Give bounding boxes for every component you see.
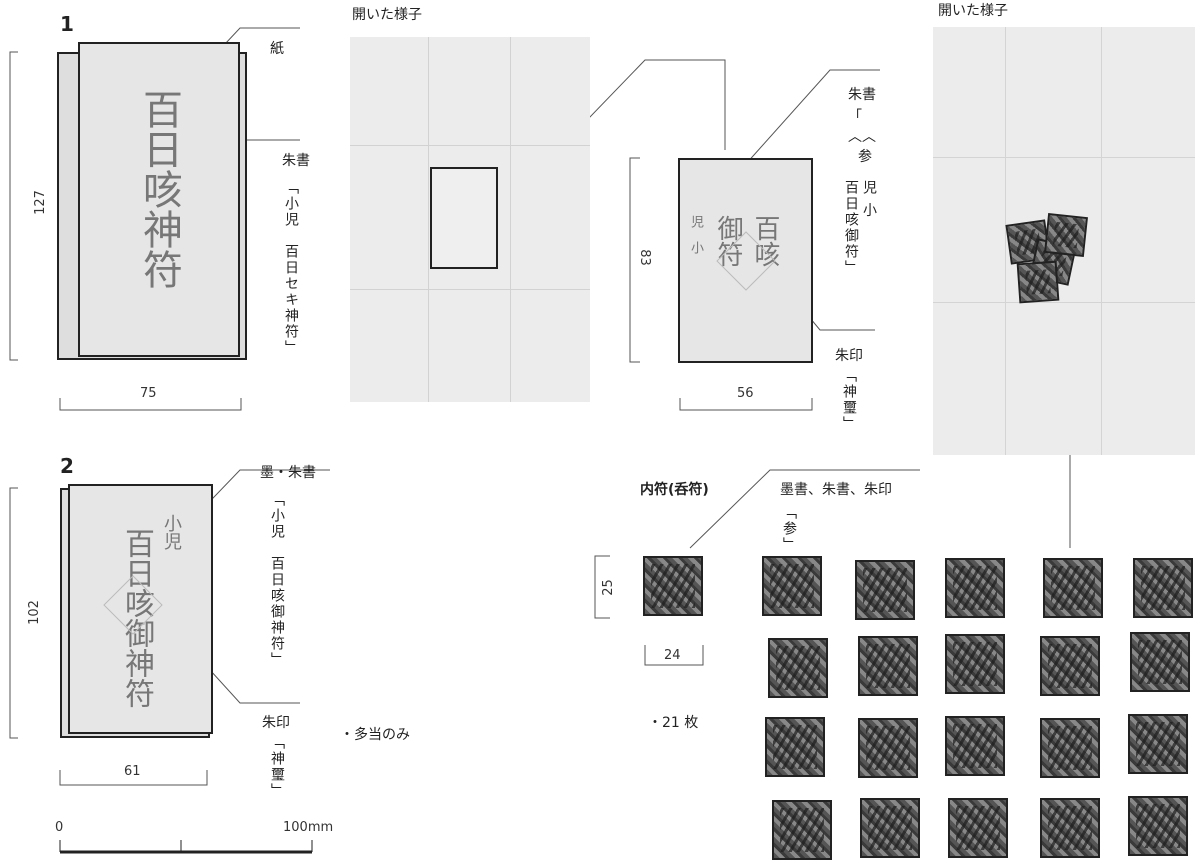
label-paper: 紙 xyxy=(270,41,284,57)
talisman-tile xyxy=(858,636,918,696)
label-shuin-1: 朱印 xyxy=(835,348,863,364)
inner-talisman-desc: 墨書、朱書、朱印 xyxy=(780,482,892,498)
talisman-tile xyxy=(1043,558,1103,618)
label-shuin-2: 朱印 xyxy=(262,715,290,731)
inner-talisman-desc2: 「参」 xyxy=(781,505,797,553)
envelope-2-ink-side: 小児 xyxy=(161,514,182,550)
shuin-text-1: 「神璽」 xyxy=(841,368,857,432)
mountain-icon: ︿︿ xyxy=(848,129,876,145)
talisman-tile xyxy=(765,717,825,777)
inner-card-ink: 百咳 御符 xyxy=(713,215,780,267)
shusho-san: 参 xyxy=(858,149,872,165)
dim-height-1: 127 xyxy=(32,190,48,215)
dim-height-2: 83 xyxy=(636,249,652,266)
talisman-tile xyxy=(1128,796,1188,856)
talisman-tile xyxy=(855,560,915,620)
talisman-tile xyxy=(1040,718,1100,778)
shusho-text-2: 児 小 百日咳御符」 xyxy=(843,180,877,276)
talisman-tile xyxy=(948,798,1008,858)
open-view-label-1: 開いた様子 xyxy=(352,7,422,23)
dim-width-1: 75 xyxy=(140,386,157,401)
envelope-1-ink: 百日咳神符 xyxy=(136,89,182,289)
envelope-2: 百日咳御神符 小児 xyxy=(68,484,213,734)
item-number-1: 1 xyxy=(60,12,74,36)
dim-height-3: 102 xyxy=(26,600,42,625)
dim-width-2: 56 xyxy=(737,386,754,401)
talisman-count: ・21 枚 xyxy=(648,715,699,731)
inner-card: 百咳 御符 児 小 xyxy=(678,158,813,363)
talisman-tile xyxy=(772,800,832,860)
scale-zero: 0 xyxy=(55,820,64,835)
dim-width-4: 24 xyxy=(664,648,681,663)
talisman-tile xyxy=(860,798,920,858)
dim-width-3: 61 xyxy=(124,764,141,779)
dim-height-4: 25 xyxy=(600,579,616,596)
talisman-tile xyxy=(1128,714,1188,774)
talisman-tile xyxy=(1040,798,1100,858)
talisman-single xyxy=(643,556,703,616)
shusho-mark: 「 ︿︿ 参 xyxy=(848,106,876,166)
scale-max: 100mm xyxy=(283,820,334,835)
stacked-talisman xyxy=(1044,213,1088,257)
label-shusho-2: 朱書 xyxy=(848,87,876,103)
open-view-2 xyxy=(933,27,1195,455)
talisman-tile xyxy=(1130,632,1190,692)
open-view-label-2: 開いた様子 xyxy=(938,3,1008,19)
talisman-tile xyxy=(1133,558,1193,618)
inner-talisman-title: 内符(呑符) xyxy=(640,482,709,498)
talisman-tile xyxy=(945,716,1005,776)
talisman-tile xyxy=(762,556,822,616)
shuin-text-2: 「神璽」 xyxy=(269,735,285,799)
talisman-tile xyxy=(945,558,1005,618)
open-view-1-card xyxy=(430,167,498,269)
shusho-text-1: 「小児 百日セキ神符」 xyxy=(283,180,299,356)
label-shusho-1: 朱書 xyxy=(282,153,310,169)
item-number-2: 2 xyxy=(60,454,74,478)
inner-card-ink-side: 児 小 xyxy=(688,215,703,254)
envelope-1: 百日咳神符 xyxy=(78,42,240,357)
talisman-tile xyxy=(858,718,918,778)
shusho-bracket: 「 xyxy=(848,109,862,125)
note-tato-only: ・多当のみ xyxy=(340,727,410,743)
stacked-talisman xyxy=(1016,260,1060,304)
talisman-tile xyxy=(1040,636,1100,696)
bokusho-text: 「小児 百日咳御神符」 xyxy=(269,492,285,668)
open-view-1 xyxy=(350,37,590,402)
label-bokusho: 墨・朱書 xyxy=(260,465,316,481)
envelope-2-ink: 百日咳御神符 xyxy=(119,528,154,708)
talisman-tile xyxy=(945,634,1005,694)
talisman-tile xyxy=(768,638,828,698)
